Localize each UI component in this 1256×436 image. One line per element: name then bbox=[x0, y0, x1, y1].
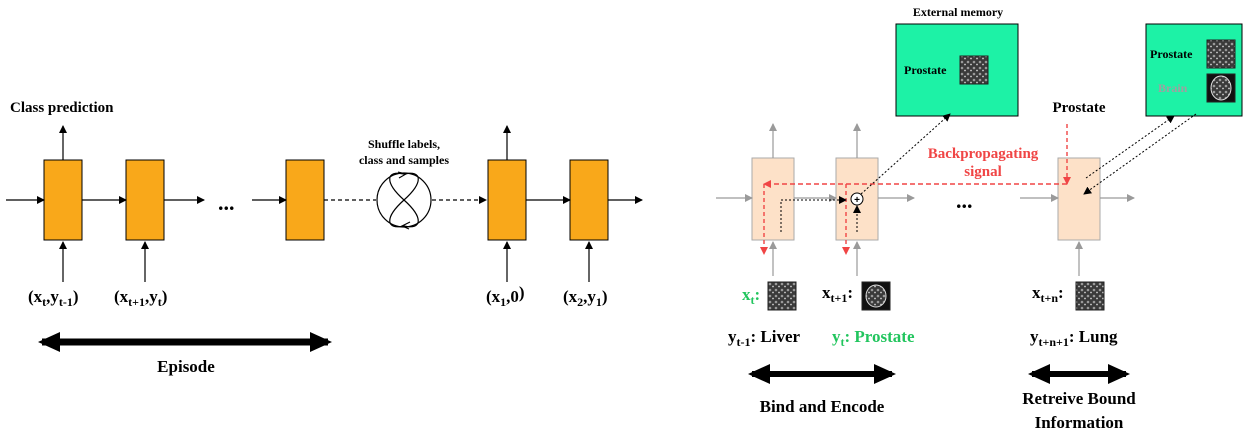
memory-cell-3 bbox=[1057, 157, 1101, 241]
prostate-mri-thumbnail-2 bbox=[1206, 39, 1236, 69]
bind-encode-label: Bind and Encode bbox=[760, 397, 885, 416]
x-input-label-1: xt: bbox=[742, 285, 760, 307]
shuffle-label-line2: class and samples bbox=[359, 153, 449, 167]
ellipsis: ... bbox=[218, 190, 235, 215]
external-memory-box bbox=[895, 23, 1019, 117]
lstm-cell-4 bbox=[487, 159, 527, 241]
input-label-1: (xt,yt-1) bbox=[28, 287, 79, 309]
prostate-mri-thumbnail bbox=[959, 55, 989, 85]
memory-cell-1 bbox=[751, 157, 795, 241]
shuffle-icon bbox=[376, 171, 432, 230]
retrieve-label-line2: Information bbox=[1035, 413, 1124, 432]
shuffle-label-line1: Shuffle labels, bbox=[368, 137, 440, 151]
sum-node-sign: + bbox=[854, 195, 860, 206]
ellipsis-right: ... bbox=[956, 188, 973, 213]
sum-node bbox=[850, 192, 864, 206]
lstm-cell-1 bbox=[43, 159, 83, 241]
brain-mri-shape bbox=[1210, 75, 1232, 101]
x-input-label-3: xt+n: bbox=[1032, 283, 1064, 305]
class-prediction-label: Class prediction bbox=[10, 100, 114, 116]
brain-mri-input-shape bbox=[865, 284, 887, 308]
retrieve-label-line1: Retreive Bound bbox=[1022, 389, 1136, 408]
bind-dotted-path bbox=[780, 196, 847, 232]
y-label-prostate: yt: Prostate bbox=[832, 327, 915, 349]
lung-mri-input-3 bbox=[1075, 281, 1105, 311]
backprop-label-line1: Backpropagating bbox=[928, 146, 1039, 162]
y-label-liver: yt-1: Liver bbox=[728, 327, 801, 349]
episode-panel: Class prediction ... Shuffle labels, cla… bbox=[6, 100, 643, 376]
lstm-cell-5 bbox=[569, 159, 609, 241]
memory2-brain-label: Brain bbox=[1158, 81, 1188, 95]
input-label-4: (x2,y1) bbox=[563, 287, 608, 309]
memory2-prostate-label: Prostate bbox=[1150, 47, 1193, 61]
memory-prostate-label: Prostate bbox=[904, 63, 947, 77]
lstm-cell-2 bbox=[125, 159, 165, 241]
read-from-memory-arrow bbox=[1083, 113, 1197, 195]
external-memory-label: External memory bbox=[913, 5, 1003, 19]
prostate-target-label: Prostate bbox=[1052, 100, 1105, 116]
episode-label: Episode bbox=[157, 357, 215, 376]
y-label-lung: yt+n+1: Lung bbox=[1030, 327, 1118, 349]
query-memory-arrow bbox=[1085, 115, 1175, 179]
backprop-label-line2: signal bbox=[964, 164, 1002, 180]
input-label-2: (xt+1,yt) bbox=[114, 287, 167, 309]
lstm-cell-3 bbox=[285, 159, 325, 241]
prostate-mri-input-1 bbox=[767, 281, 797, 311]
x-input-label-2: xt+1: bbox=[822, 283, 853, 305]
memory-panel: External memory Prostate Prostate Brain … bbox=[716, 5, 1243, 432]
input-label-3: (x1,0) bbox=[486, 283, 525, 309]
